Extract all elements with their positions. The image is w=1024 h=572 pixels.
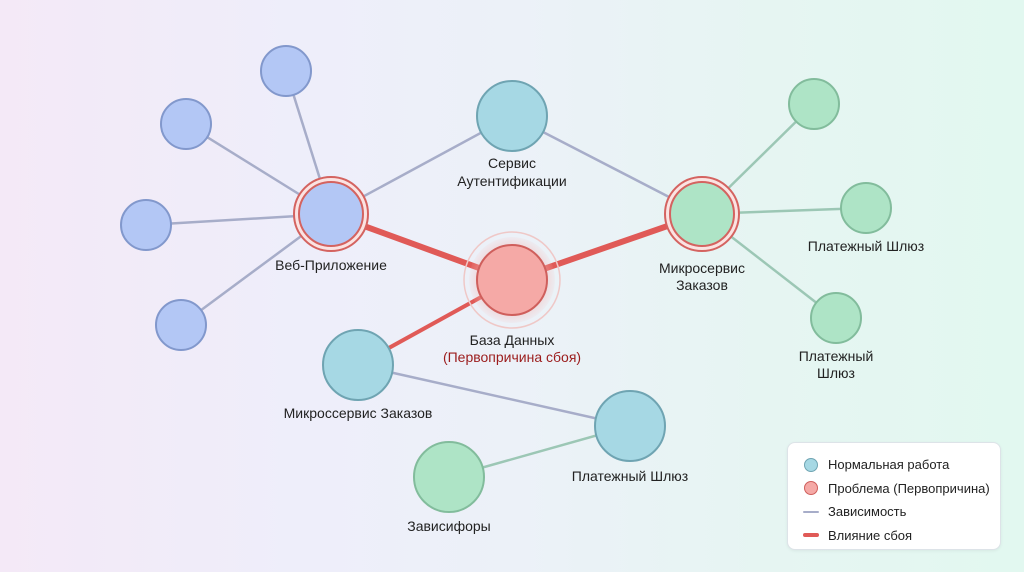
legend-item-dependency: Зависимость <box>803 500 1000 524</box>
legend-label: Нормальная работа <box>828 457 950 473</box>
payment-gateway-bottom-label: Платежный Шлюз <box>572 468 688 484</box>
orders-satellite-node[interactable] <box>788 78 840 130</box>
web-satellite-node[interactable] <box>260 45 312 97</box>
web-satellite-node[interactable] <box>155 299 207 351</box>
orders-microservice-2-node[interactable] <box>322 329 394 401</box>
dependencies-node[interactable] <box>413 441 485 513</box>
legend-label: Влияние сбоя <box>828 527 913 543</box>
database-node[interactable] <box>463 231 561 329</box>
edge-orders2-payment <box>357 363 631 428</box>
legend-label: Зависимость <box>828 504 907 520</box>
auth-service-label-2: Аутентификации <box>457 173 566 189</box>
legend-item-normal: Нормальная работа <box>804 453 1000 477</box>
web-satellite-node[interactable] <box>160 98 212 150</box>
payment-gateway-lower-right-node[interactable] <box>810 292 862 344</box>
web-satellite-node[interactable] <box>120 199 172 251</box>
legend-item-problem: Проблема (Первопричина) <box>804 477 1000 501</box>
dependency-line-icon <box>803 510 819 513</box>
web-app-label: Веб-Приложение <box>275 257 387 273</box>
web-satellite-nodes <box>120 45 312 351</box>
payment-gateway-lower-right-label-1: Платежный <box>799 348 874 364</box>
payment-gateway-bottom-node[interactable] <box>594 390 666 462</box>
auth-service-label-1: Сервис <box>488 155 536 171</box>
orders-microservice-2-label: Микроссервис Заказов <box>284 405 433 421</box>
orders-microservice-node[interactable] <box>664 176 740 252</box>
normal-status-dot-icon <box>804 457 818 472</box>
legend-label: Проблема (Первопричина) <box>828 480 990 496</box>
payment-gateway-lower-right-label-2: Шлюз <box>817 365 855 381</box>
dependencies-label: Зависифоры <box>407 518 490 534</box>
payment-gateway-right-node[interactable] <box>840 182 892 234</box>
impact-line-icon <box>803 533 819 538</box>
payment-gateway-right-label: Платежный Шлюз <box>808 238 924 254</box>
orders-satellite-nodes <box>788 78 892 344</box>
legend: Нормальная работа Проблема (Первопричина… <box>787 442 1001 550</box>
auth-service-node[interactable] <box>476 80 548 152</box>
problem-status-dot-icon <box>804 481 818 496</box>
orders-microservice-label-2: Заказов <box>676 277 728 293</box>
legend-item-impact: Влияние сбоя <box>803 524 1000 548</box>
database-sublabel: (Первопричина сбоя) <box>443 349 581 365</box>
database-label: База Данных <box>470 332 555 348</box>
orders-microservice-label-1: Микросервис <box>659 260 745 276</box>
web-app-node[interactable] <box>293 176 369 252</box>
